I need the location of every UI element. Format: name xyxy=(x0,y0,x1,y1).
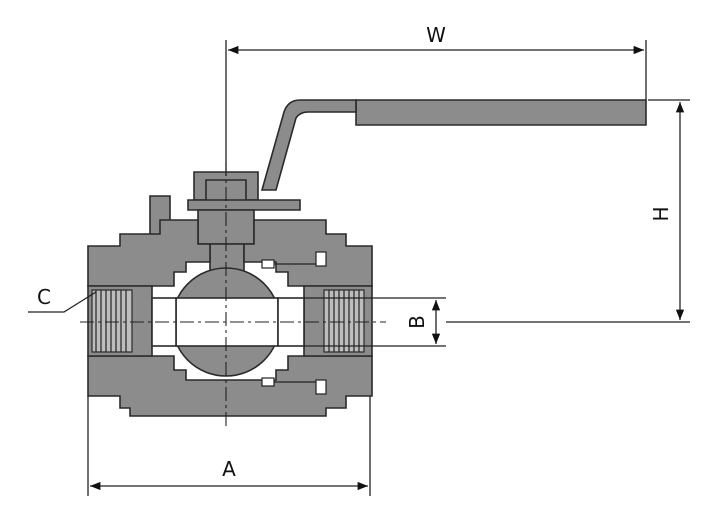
handle-lever xyxy=(260,99,647,191)
dimension-b: B xyxy=(304,297,446,347)
thread-label: C xyxy=(37,285,51,309)
dimension-a-label: A xyxy=(222,457,236,481)
centerlines xyxy=(80,162,386,430)
dimension-h: H xyxy=(446,99,690,323)
thread-callout: C xyxy=(28,285,97,313)
seals xyxy=(261,251,327,395)
dimension-w: W xyxy=(225,23,647,176)
dimension-h-label: H xyxy=(649,206,673,221)
dimension-w-label: W xyxy=(426,23,446,47)
dimension-b-label: B xyxy=(405,315,429,329)
dimension-a: A xyxy=(87,396,371,496)
end-threads xyxy=(91,289,365,353)
